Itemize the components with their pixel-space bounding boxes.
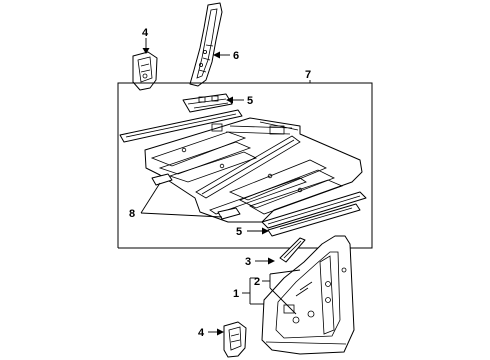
callout-3: 3 — [245, 256, 251, 268]
part-1-side-panel — [261, 235, 355, 355]
part-floor-pan — [119, 93, 367, 237]
arrow-4-top — [142, 48, 150, 54]
callout-8: 8 — [129, 208, 135, 220]
arrow-5-bottom — [262, 227, 269, 235]
leader-2-a — [269, 269, 301, 275]
callout-6: 6 — [233, 50, 239, 62]
leader-8-upper — [140, 182, 161, 214]
arrow-5-top — [226, 96, 233, 104]
part-3-trim — [279, 237, 306, 263]
part-4-bottom-bracket — [223, 321, 247, 358]
part-6-pillar — [189, 2, 223, 87]
leader-8-lower — [140, 212, 223, 218]
part-4-top-bracket — [132, 51, 158, 91]
arrow-6 — [213, 51, 220, 59]
callout-4-bottom: 4 — [198, 327, 205, 339]
callout-5-top: 5 — [247, 95, 253, 107]
arrow-4-bottom — [217, 328, 224, 336]
leader-2-b — [269, 287, 297, 315]
callout-1: 1 — [233, 288, 239, 300]
callout-7: 7 — [305, 69, 311, 81]
arrow-3 — [268, 257, 275, 265]
callout-4-top: 4 — [142, 27, 149, 39]
callout-2: 2 — [254, 276, 260, 288]
callout-5-bottom: 5 — [236, 226, 242, 238]
frame-7 — [117, 82, 373, 249]
